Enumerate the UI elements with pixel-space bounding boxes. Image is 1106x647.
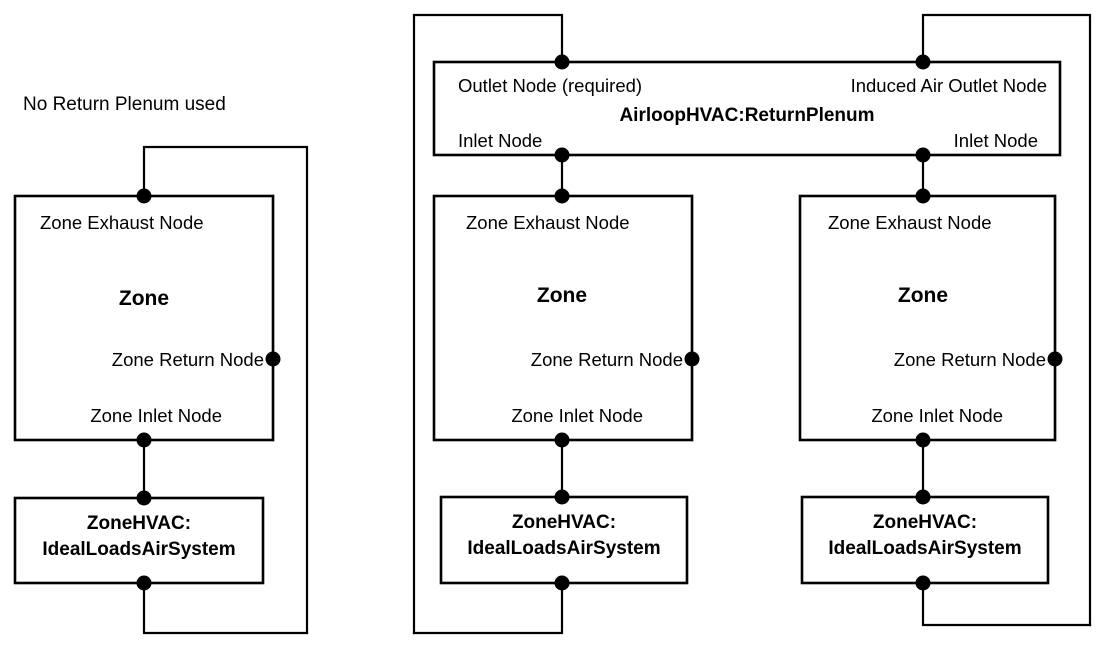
middle-zone-box [432, 194, 694, 442]
middle-zone-inlet-node-label: Zone Inlet Node [511, 405, 643, 426]
plenum-outlet-node-label: Outlet Node (required) [458, 75, 642, 96]
left-diagram-caption: No Return Plenum used [23, 94, 226, 115]
left-zone-inlet-node-dot [136, 432, 152, 448]
right-zone-inlet-node-label: Zone Inlet Node [871, 405, 1003, 426]
middle-zone-exhaust-node-dot [554, 188, 570, 204]
left-exhaust-return-wire [142, 145, 309, 635]
left-equipment-outlet-node-dot [136, 575, 152, 591]
plenum-outlet-loop-wire [412, 13, 564, 635]
middle-equipment-supply-wire [412, 581, 564, 635]
left-diagram-group: No Return Plenum used Zone Exhaust Node … [13, 94, 309, 635]
plenum-right-inlet-node-label: Inlet Node [954, 130, 1038, 151]
middle-equipment-inlet-node-dot [554, 489, 570, 505]
right-zone-box-title: Zone [898, 284, 948, 307]
left-zone-box [13, 194, 275, 442]
right-zone-inlet-node-dot [915, 432, 931, 448]
plenum-induced-air-outlet-node-label: Induced Air Outlet Node [851, 75, 1047, 96]
plenum-induced-air-outlet-node-dot [915, 54, 931, 70]
right-zone-exhaust-node-dot [915, 188, 931, 204]
right-equipment-box-line1: ZoneHVAC: [873, 512, 977, 533]
plenum-right-inlet-node-dot [915, 147, 931, 163]
middle-equipment-box-line2: IdealLoadsAirSystem [467, 538, 660, 559]
return-plenum-box [432, 60, 1062, 157]
middle-zone-return-node-label: Zone Return Node [531, 349, 683, 370]
plenum-left-inlet-node-dot [554, 147, 570, 163]
right-equipment-outlet-node-dot [915, 575, 931, 591]
left-equipment-inlet-node-dot [136, 490, 152, 506]
middle-zone-box-title: Zone [537, 284, 587, 307]
left-zone-return-node-dot [265, 351, 281, 367]
right-diagram-group: Outlet Node (required) Induced Air Outle… [412, 13, 1092, 635]
induced-air-outlet-loop-wire [921, 13, 1092, 627]
left-zone-exhaust-node-label: Zone Exhaust Node [40, 212, 204, 233]
right-zone-exhaust-node-label: Zone Exhaust Node [828, 212, 992, 233]
right-zone-box [798, 194, 1057, 442]
left-equipment-box-line1: ZoneHVAC: [87, 513, 191, 534]
right-equipment-box-line2: IdealLoadsAirSystem [828, 538, 1021, 559]
right-equipment-inlet-node-dot [915, 489, 931, 505]
middle-equipment-box-line1: ZoneHVAC: [512, 512, 616, 533]
middle-zone-inlet-node-dot [554, 432, 570, 448]
middle-zone-exhaust-node-label: Zone Exhaust Node [466, 212, 630, 233]
left-zone-return-node-label: Zone Return Node [112, 349, 264, 370]
right-zone-return-node-dot [1047, 351, 1063, 367]
return-plenum-box-title: AirloopHVAC:ReturnPlenum [619, 105, 874, 126]
left-zone-exhaust-node-dot [136, 188, 152, 204]
left-equipment-box-line2: IdealLoadsAirSystem [42, 539, 235, 560]
left-zone-inlet-node-label: Zone Inlet Node [90, 405, 222, 426]
left-equipment-supply-wire [142, 581, 309, 635]
right-zone-return-node-label: Zone Return Node [894, 349, 1046, 370]
middle-zone-return-node-dot [684, 351, 700, 367]
plenum-outlet-node-dot [554, 54, 570, 70]
left-zone-box-title: Zone [119, 287, 169, 310]
plenum-left-inlet-node-label: Inlet Node [458, 130, 542, 151]
middle-equipment-outlet-node-dot [554, 575, 570, 591]
right-equipment-supply-wire [921, 581, 1092, 627]
